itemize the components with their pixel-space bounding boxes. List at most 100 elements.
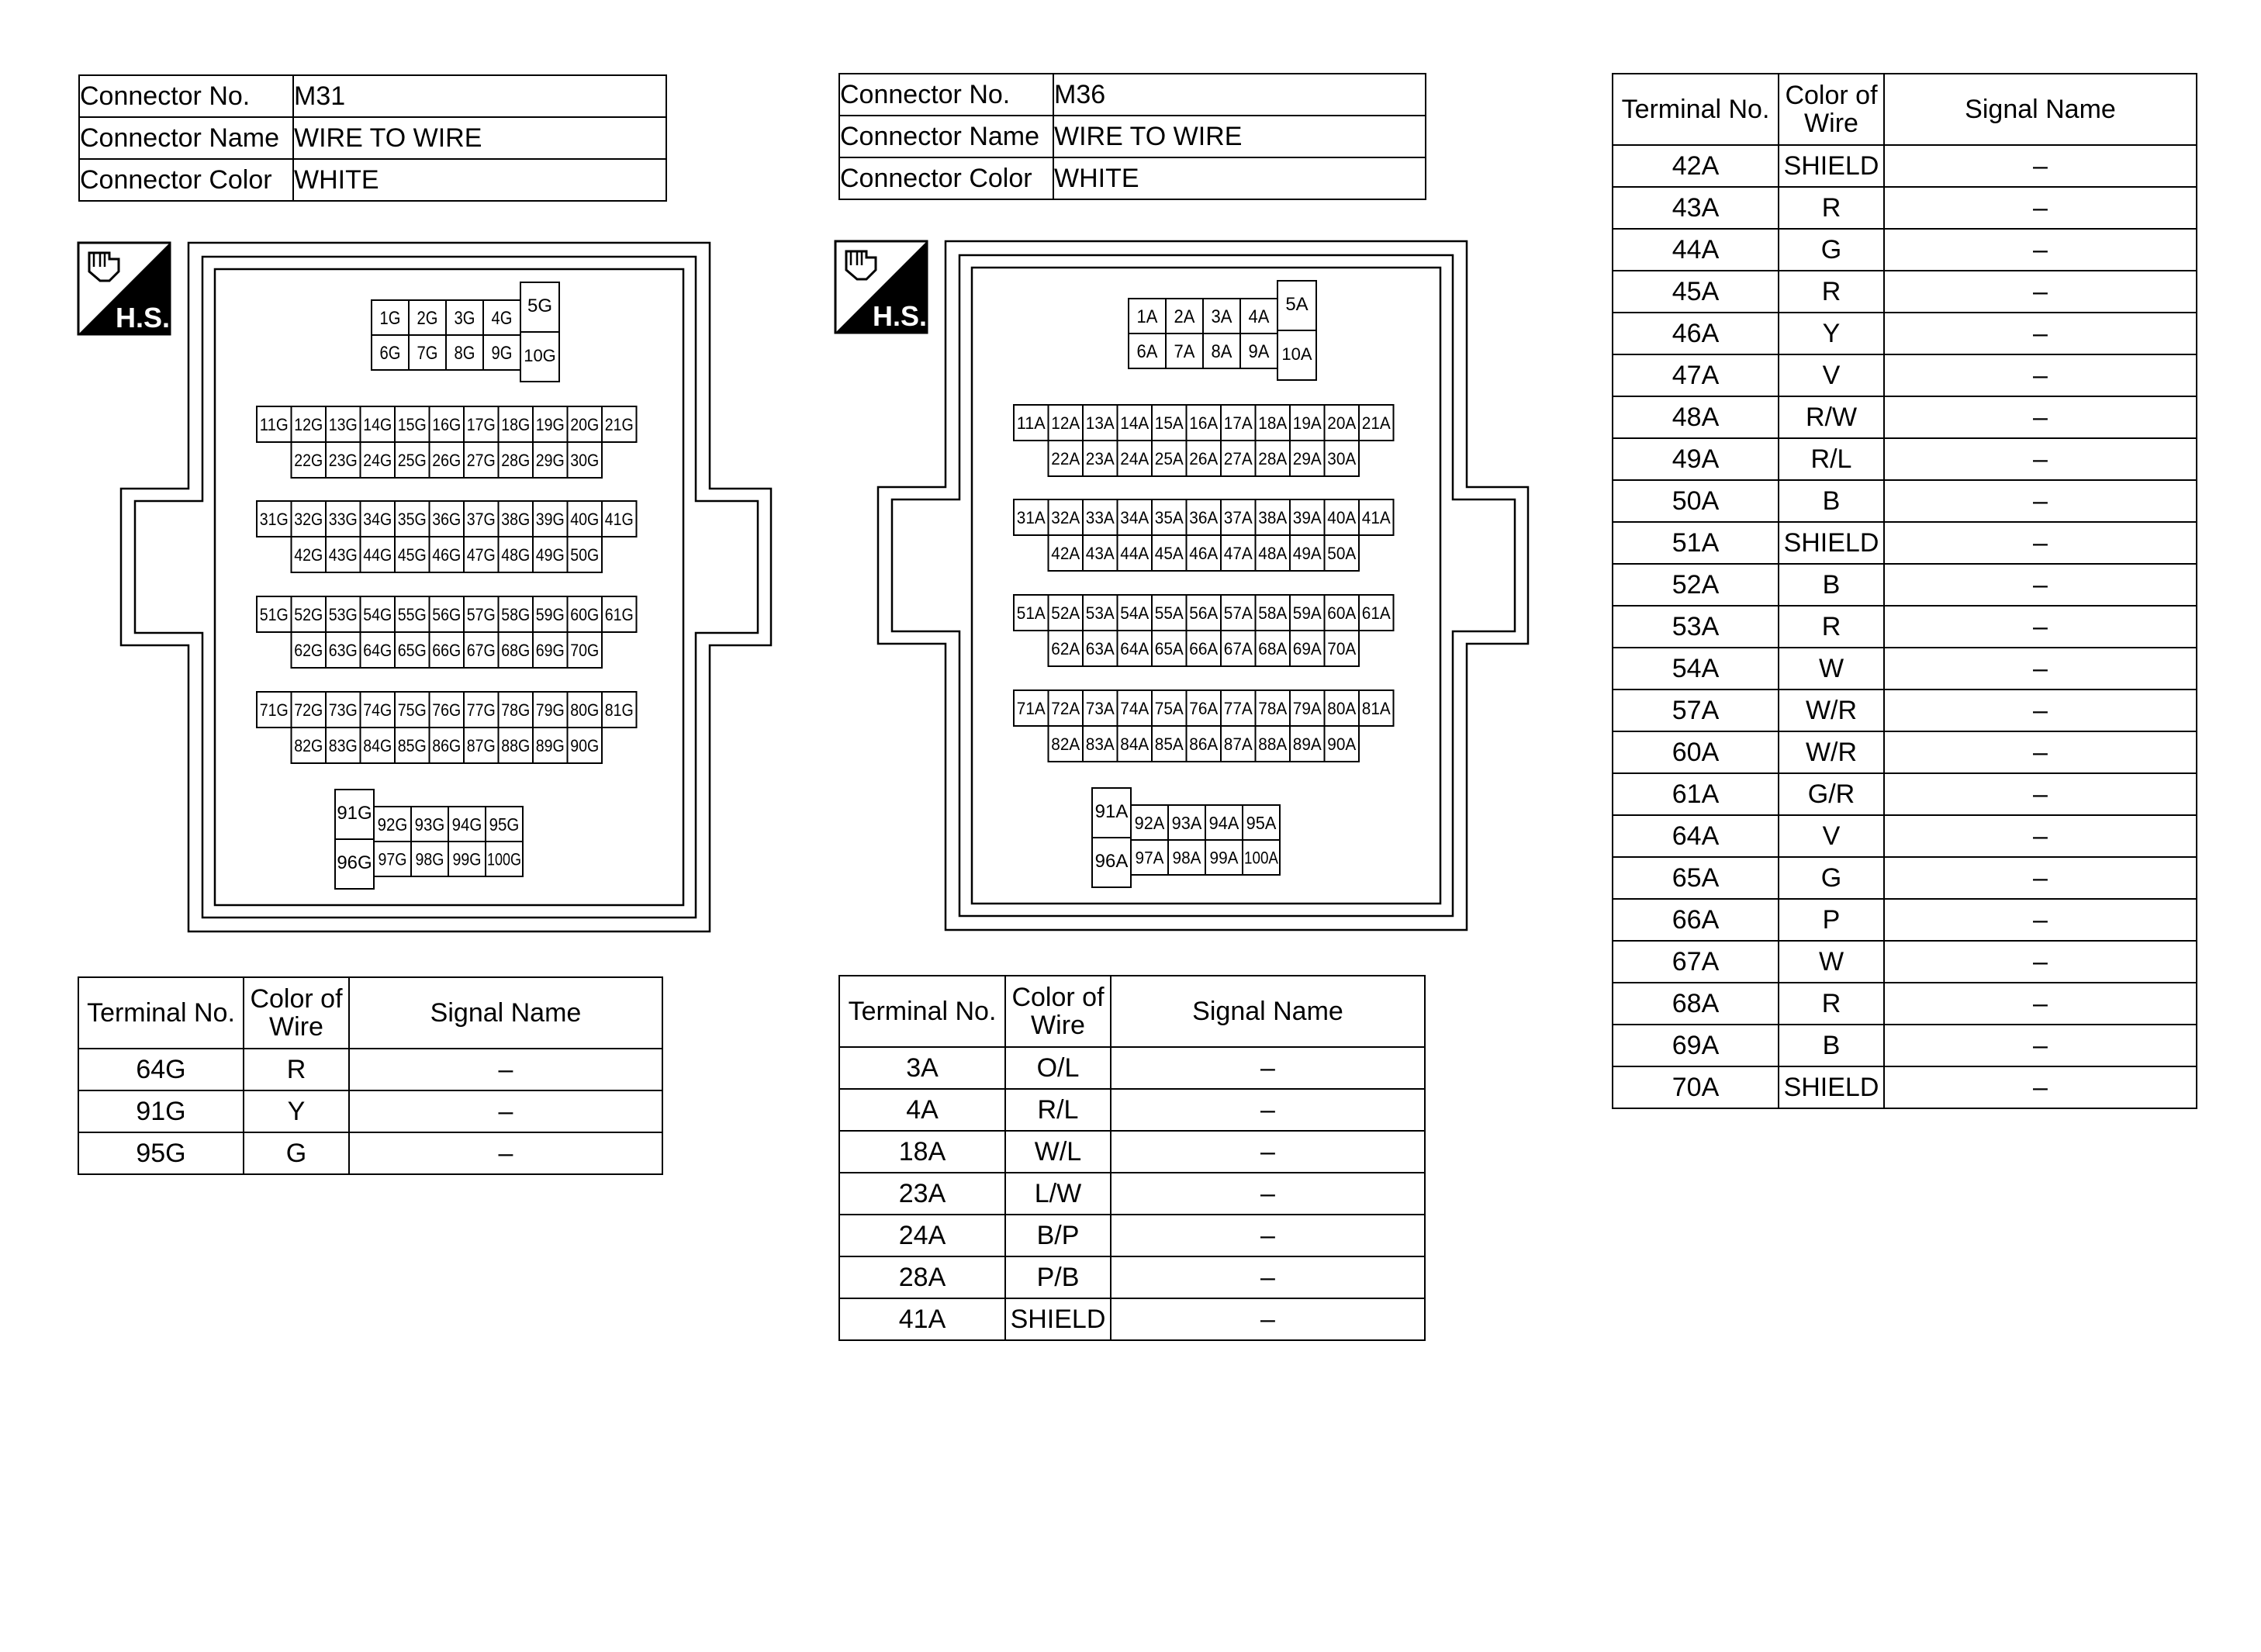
terminal-pin: 51G: [256, 596, 292, 633]
svg-text:26G: 26G: [432, 451, 461, 470]
terminal-pin: 47A: [1220, 534, 1257, 572]
terminal-pin: 18A: [1254, 404, 1291, 441]
header-color-of-wire: Color of Wire: [1778, 73, 1885, 146]
terminal-pin: 23G: [325, 441, 361, 479]
signal-name-cell: –: [1883, 479, 2197, 523]
terminal-pin: 2A: [1165, 298, 1204, 334]
terminal-no-cell: 45A: [1612, 270, 1779, 313]
svg-text:63G: 63G: [329, 641, 358, 660]
signal-name-cell: –: [1883, 144, 2197, 188]
svg-text:33G: 33G: [329, 510, 358, 529]
wire-color-cell: R/L: [1004, 1088, 1111, 1132]
connector-color-label: Connector Color: [78, 158, 294, 202]
terminal-pin: 74G: [359, 691, 396, 728]
terminal-pin: 59A: [1289, 594, 1326, 631]
connector-info-table-m36: Connector No. M36 Connector Name WIRE TO…: [838, 73, 1426, 200]
header-terminal-no: Terminal No.: [838, 975, 1006, 1048]
signal-name-cell: –: [1883, 437, 2197, 481]
terminal-pin: 98A: [1167, 839, 1206, 876]
terminal-pin: 66G: [428, 631, 465, 669]
terminal-pin: 27A: [1220, 440, 1257, 477]
hs-view-icon: H.S.: [77, 241, 171, 336]
svg-text:55G: 55G: [398, 605, 427, 624]
svg-text:35A: 35A: [1155, 508, 1184, 527]
terminal-pin: 68G: [497, 631, 534, 669]
signal-name-cell: –: [348, 1090, 663, 1133]
svg-text:37G: 37G: [467, 510, 496, 529]
connector-no-label: Connector No.: [838, 73, 1054, 116]
terminal-pin: 4G: [482, 299, 521, 336]
svg-text:30G: 30G: [570, 451, 599, 470]
terminal-pin: 90A: [1323, 725, 1360, 762]
terminal-pin: 61G: [601, 596, 638, 633]
svg-text:52A: 52A: [1051, 603, 1080, 623]
terminal-pin: 88G: [497, 727, 534, 764]
svg-text:61A: 61A: [1362, 603, 1391, 623]
svg-text:91G: 91G: [337, 803, 372, 824]
terminal-pin: 51A: [1013, 594, 1049, 631]
terminal-pin: 65G: [394, 631, 430, 669]
wire-color-cell: R: [1778, 605, 1885, 648]
terminal-pin: 38G: [497, 500, 534, 537]
terminal-pin: 58A: [1254, 594, 1291, 631]
wire-color-cell: R: [1778, 270, 1885, 313]
svg-text:61G: 61G: [605, 605, 634, 624]
wire-color-cell: G/R: [1778, 772, 1885, 816]
terminal-pin: 36A: [1185, 499, 1222, 536]
signal-name-cell: –: [1883, 186, 2197, 230]
svg-text:65G: 65G: [398, 641, 427, 660]
svg-text:4A: 4A: [1249, 306, 1270, 327]
wire-color-cell: W/L: [1004, 1130, 1111, 1173]
svg-text:29A: 29A: [1293, 449, 1322, 468]
connector-color-value: WHITE: [1053, 157, 1426, 200]
svg-text:98G: 98G: [416, 849, 444, 869]
svg-text:34A: 34A: [1120, 508, 1149, 527]
terminal-pin: 79A: [1289, 689, 1326, 727]
terminal-pin: 52G: [290, 596, 327, 633]
svg-text:22A: 22A: [1051, 449, 1080, 468]
svg-text:56G: 56G: [432, 605, 461, 624]
svg-text:17G: 17G: [467, 415, 496, 434]
terminal-pin: 53G: [325, 596, 361, 633]
terminal-pin: 33A: [1082, 499, 1118, 536]
svg-text:2A: 2A: [1174, 306, 1195, 327]
svg-text:71A: 71A: [1017, 699, 1046, 718]
terminal-pin: 42A: [1047, 534, 1084, 572]
wire-color-cell: R: [1778, 982, 1885, 1025]
svg-text:21A: 21A: [1362, 413, 1391, 433]
terminal-pin: 86A: [1185, 725, 1222, 762]
terminal-pin: 60A: [1323, 594, 1360, 631]
terminal-pin: 25A: [1151, 440, 1188, 477]
terminal-no-cell: 28A: [838, 1256, 1006, 1299]
connector-no-label: Connector No.: [78, 74, 294, 118]
wire-color-cell: SHIELD: [1004, 1298, 1111, 1341]
terminal-pin: 49A: [1289, 534, 1326, 572]
terminal-pin: 73G: [325, 691, 361, 728]
wire-color-cell: R/L: [1778, 437, 1885, 481]
svg-text:25G: 25G: [398, 451, 427, 470]
terminal-pin: 81A: [1358, 689, 1395, 727]
terminal-pin: 48G: [497, 536, 534, 573]
svg-text:64G: 64G: [363, 641, 392, 660]
header-color-of-wire: Color of Wire: [243, 976, 350, 1049]
svg-text:17A: 17A: [1224, 413, 1253, 433]
svg-text:74G: 74G: [363, 700, 392, 720]
svg-text:32G: 32G: [294, 510, 323, 529]
terminal-no-cell: 68A: [1612, 982, 1779, 1025]
connector-no-value: M36: [1053, 73, 1426, 116]
terminal-pin: 22G: [290, 441, 327, 479]
terminal-pin: 17A: [1220, 404, 1257, 441]
wire-color-cell: W/R: [1778, 689, 1885, 732]
wire-color-cell: B/P: [1004, 1214, 1111, 1257]
terminal-pin: 84G: [359, 727, 396, 764]
